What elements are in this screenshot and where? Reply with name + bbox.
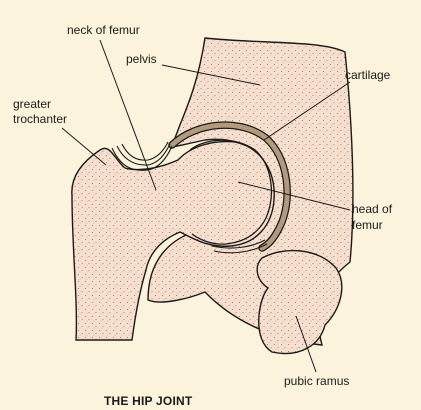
pubic-ramus-bone — [256, 249, 343, 355]
cartilage-band-fill — [169, 122, 290, 251]
leader-cartilage — [263, 81, 351, 141]
femoral-head-outline — [189, 139, 273, 245]
label-neck-of-femur: neck of femur — [67, 23, 140, 37]
label-cartilage: cartilage — [345, 68, 391, 82]
label-trochanter: trochanter — [13, 112, 68, 126]
capsule-line-3 — [121, 141, 169, 161]
capsule-lower-1 — [211, 239, 266, 249]
leader-greater-trochanter — [61, 127, 107, 166]
label-greater: greater — [13, 97, 52, 111]
label-pelvis: pelvis — [126, 52, 157, 66]
capsule-lower-2 — [213, 243, 268, 254]
leader-head-of-femur — [237, 181, 351, 211]
leader-pelvis — [161, 64, 261, 86]
label-pubic-ramus: pubic ramus — [284, 374, 350, 388]
femur-bone — [71, 140, 275, 341]
leader-neck-of-femur — [99, 39, 157, 191]
label-head-of: head of — [352, 202, 393, 216]
diagram-title: THE HIP JOINT — [104, 394, 193, 408]
leader-pubic-ramus — [295, 315, 317, 373]
capsule-line-2 — [116, 143, 171, 166]
label-femur: femur — [352, 218, 383, 232]
